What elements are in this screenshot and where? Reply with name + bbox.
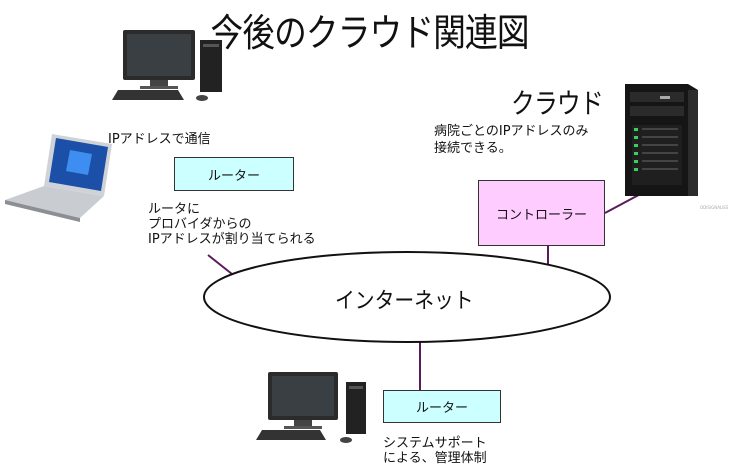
- router-top-box: ルーター: [174, 157, 294, 191]
- internet-ellipse: [203, 251, 611, 343]
- router-bottom-note-line1: システムサポート: [383, 436, 487, 451]
- desktop-pc-top-icon: [112, 30, 222, 101]
- router-bottom-label: ルーター: [415, 401, 468, 416]
- router-top-note-line1: ルータに: [148, 202, 201, 217]
- router-bottom-box: ルーター: [383, 390, 501, 423]
- page-title: 今後のクラウド関連図: [210, 11, 529, 55]
- desktop-pc-bottom-icon: [256, 372, 366, 443]
- cloud-label: クラウド: [511, 87, 604, 120]
- controller-label: コントローラー: [495, 207, 587, 223]
- cloud-note-line2: 接続できる。: [434, 141, 512, 156]
- controller-box: コントローラー: [478, 180, 605, 246]
- router-top-label: ルーター: [207, 168, 260, 184]
- router-top-note-line2: プロバイダからの: [148, 217, 252, 232]
- pc-top-label: IPアドレスで通信: [108, 132, 211, 147]
- router-bottom-note-line2: による、管理体制: [383, 451, 487, 466]
- server-icon: [625, 84, 698, 196]
- laptop-icon: [5, 134, 112, 222]
- internet-label: インターネット: [335, 289, 474, 314]
- cloud-note-line1: 病院ごとのIPアドレスのみ: [434, 124, 589, 139]
- server-watermark: ODISIGNALIES: [700, 205, 729, 210]
- router-top-note-line3: IPアドレスが割り当てられる: [148, 232, 316, 247]
